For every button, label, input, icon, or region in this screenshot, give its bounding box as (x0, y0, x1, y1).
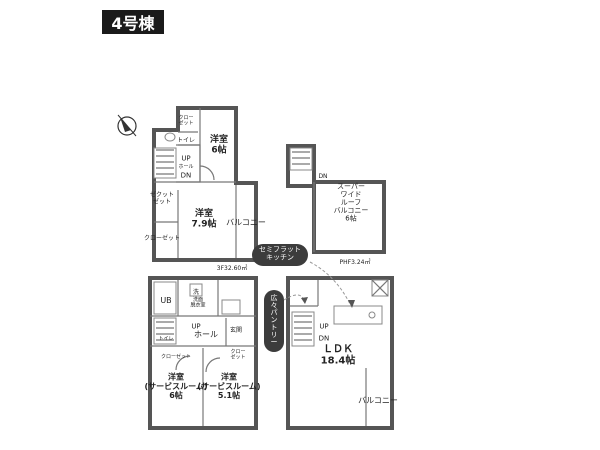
f3-closet-label: クローゼット (144, 234, 180, 242)
f3-stair-dn-label: DN (181, 171, 192, 179)
f1-closet-right-label: クローゼット (230, 349, 245, 361)
semi-flat-kitchen-callout: セミフラットキッチン (252, 244, 355, 308)
f1-hall-up-label: UP (191, 322, 200, 330)
f1-ub-label: UB (160, 296, 171, 305)
f1-western-right-label: 洋室(サービスルーム)5.1帖 (197, 372, 260, 400)
f1-closet-left-label: クローゼット (161, 353, 191, 360)
f2-balcony-label: バルコニー (358, 396, 398, 405)
f3-hall-label: ホール (178, 164, 193, 170)
floor1-plan: 洗 UB 洗面脱衣室 UP ホール 玄関 クローゼット クローゼット トイレ 洋… (144, 276, 261, 430)
f1-toilet-label: トイレ (158, 336, 173, 342)
f1-hall-label: ホール (194, 330, 218, 339)
building-label: 4号棟 (102, 10, 164, 34)
f1-washroom-label: 洗面脱衣室 (190, 296, 205, 309)
f3-closet-small-label: クローゼット (178, 115, 193, 127)
semi-flat-kitchen-text: セミフラットキッチン (259, 245, 301, 261)
f3-walk-closet-label: ゼクットゼット (150, 191, 174, 206)
f1-wash-label: 洗 (193, 288, 199, 296)
f3-area-label: 3F32.60㎡ (217, 264, 247, 272)
f3-toilet-label: トイレ (177, 137, 195, 144)
roof-stair-dn-label: DN (318, 173, 327, 180)
roof-area-label: PHF3.24㎡ (340, 258, 371, 266)
f1-western-left-label: 洋室(サービスルーム)6帖 (144, 372, 207, 400)
f3-balcony-label: バルコニー (226, 218, 266, 227)
wide-pantry-callout: 広々パントリー (264, 290, 308, 352)
wide-pantry-text: 広々パントリー (271, 293, 278, 346)
f2-stair-dn-label: DN (319, 334, 330, 342)
f2-stair-up-label: UP (319, 322, 328, 330)
compass-icon (117, 114, 137, 137)
f3-stair-up-label: UP (181, 154, 190, 162)
f1-entrance-label: 玄関 (230, 326, 242, 334)
